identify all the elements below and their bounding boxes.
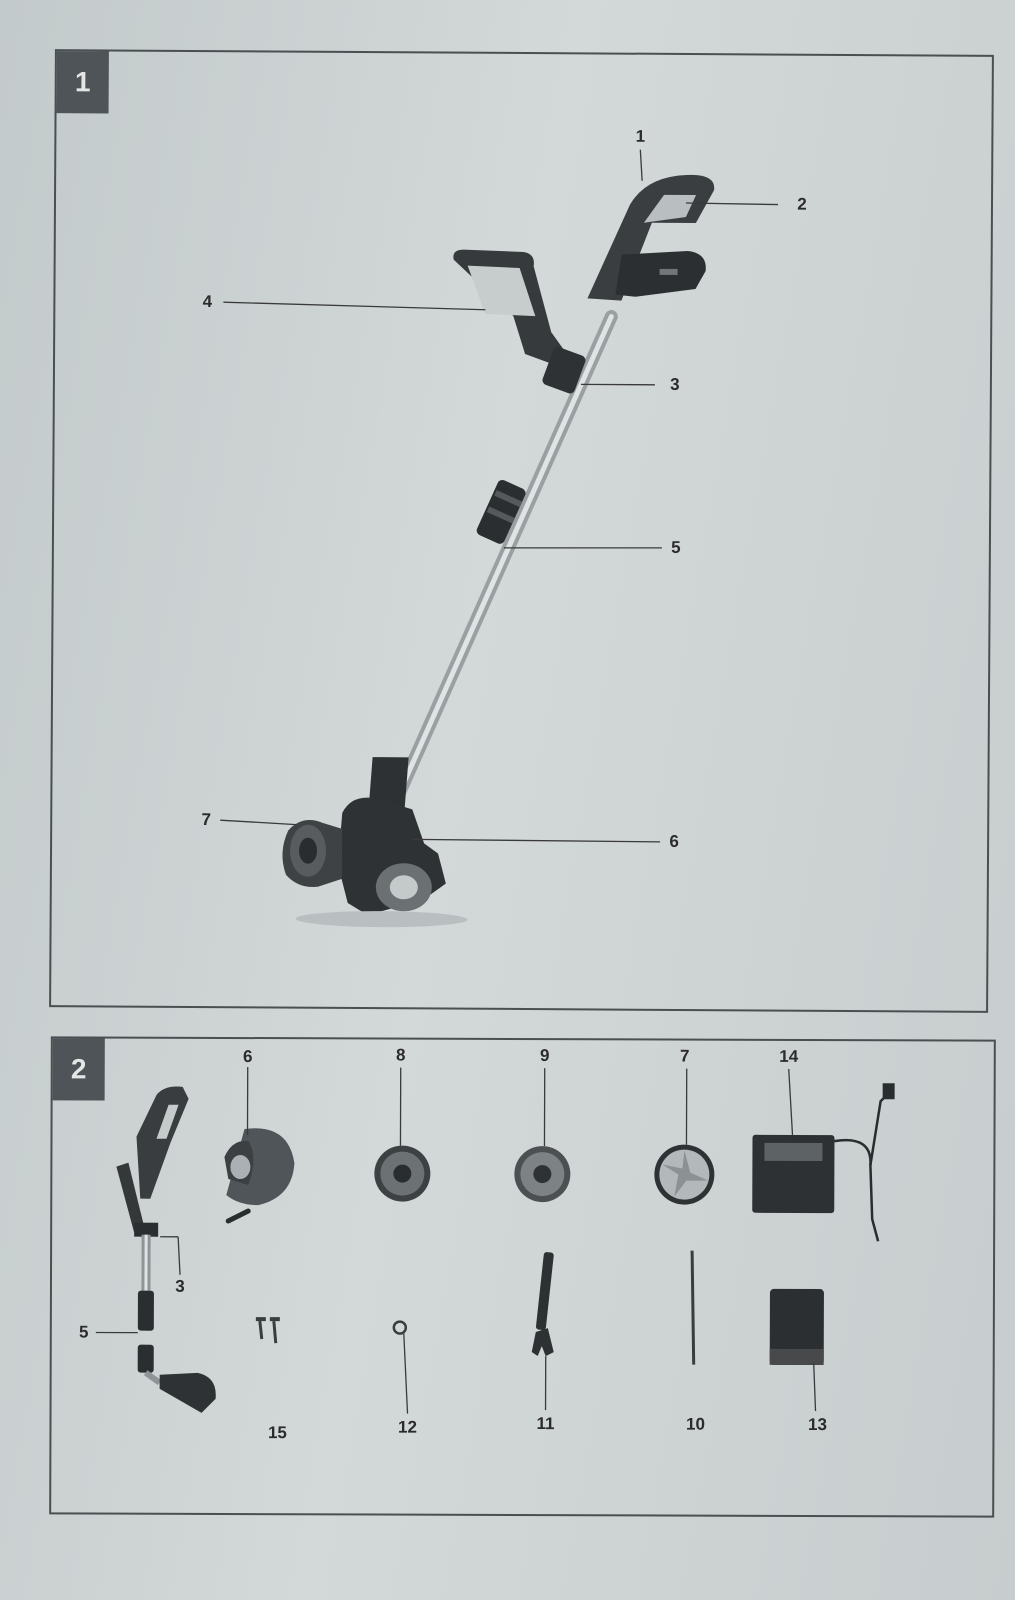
callout-3: 3	[175, 1276, 185, 1296]
callout-10: 10	[685, 1414, 705, 1434]
callout-5: 5	[79, 1322, 89, 1342]
callout-12: 12	[397, 1417, 417, 1437]
callout-11: 11	[536, 1414, 555, 1434]
callout-3: 3	[670, 374, 680, 394]
callout-2: 2	[797, 194, 807, 214]
callout-7: 7	[680, 1046, 690, 1066]
callout-5: 5	[671, 537, 681, 557]
callout-6: 6	[669, 831, 679, 851]
callout-8: 8	[396, 1045, 406, 1065]
callout-13: 13	[807, 1414, 827, 1435]
callout-9: 9	[540, 1046, 550, 1066]
callout-6: 6	[243, 1047, 253, 1067]
callout-4: 4	[202, 292, 213, 312]
callout-1: 1	[635, 126, 646, 146]
callout-14: 14	[779, 1046, 799, 1066]
grass-trimmer-illustration	[220, 149, 779, 928]
callout-15: 15	[267, 1423, 287, 1443]
callout-7: 7	[201, 810, 212, 830]
figure-1-panel: 1	[49, 49, 994, 1013]
parts-list-illustration	[95, 1067, 895, 1414]
figure-2-panel: 2	[49, 1036, 996, 1518]
